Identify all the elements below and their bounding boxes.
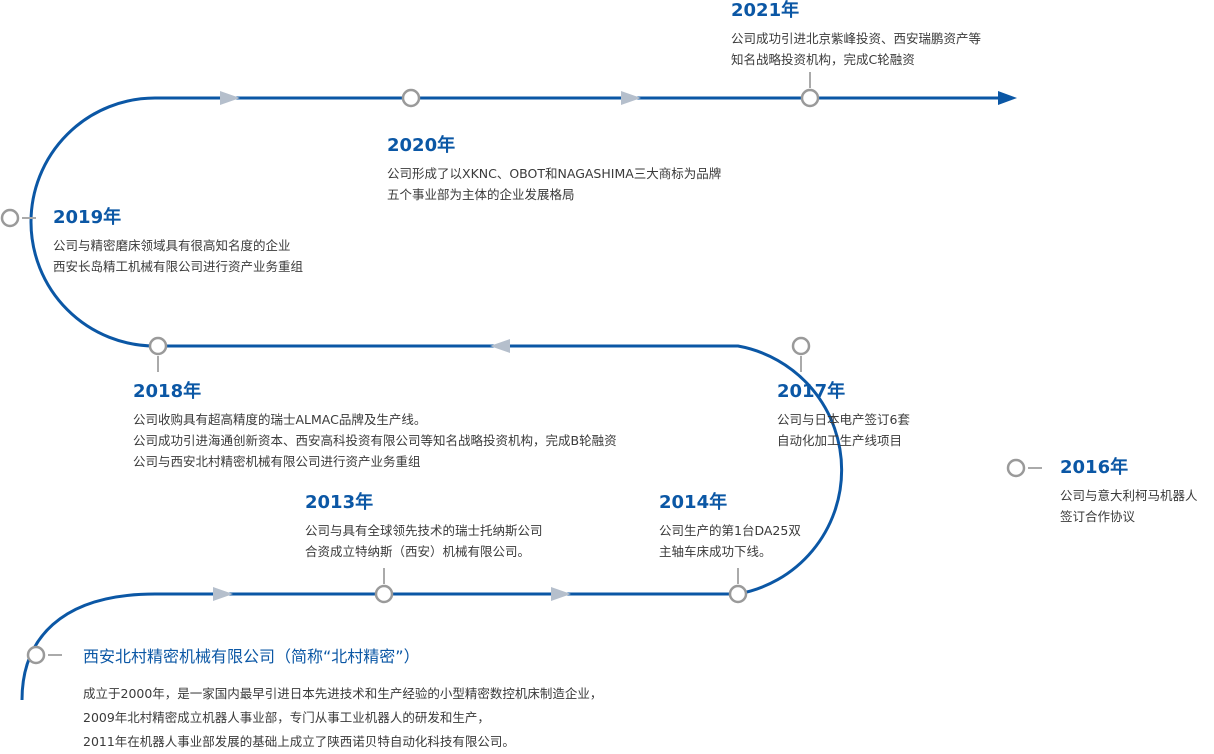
- milestone-text: 公司与意大利柯马机器人: [1060, 488, 1198, 503]
- milestone-year: 2014年: [659, 492, 728, 513]
- timeline-node-company: [26, 645, 46, 665]
- milestone-year: 2013年: [305, 492, 374, 513]
- timeline-node-2020: [401, 88, 421, 108]
- end-arrowhead: [998, 91, 1017, 105]
- direction-arrow: [490, 339, 510, 353]
- direction-arrow: [213, 587, 233, 601]
- timeline-path: [20, 96, 1000, 701]
- milestone-text: 公司生产的第1台DA25双: [659, 523, 801, 538]
- company-title: 西安北村精密机械有限公司（简称“北村精密”）: [83, 647, 420, 666]
- milestone-year: 2018年: [133, 381, 202, 402]
- timeline-node-2019: [0, 208, 20, 228]
- timeline-node-2021: [800, 88, 820, 108]
- milestone-2018: 2018年 公司收购具有超高精度的瑞士ALMAC品牌及生产线。 公司成功引进海通…: [133, 381, 617, 472]
- milestone-2019: 2019年 公司与精密磨床领域具有很高知名度的企业 西安长岛精工机械有限公司进行…: [53, 207, 303, 277]
- milestone-year: 2021年: [731, 0, 800, 21]
- company-intro: 西安北村精密机械有限公司（简称“北村精密”） 成立于2000年，是一家国内最早引…: [83, 646, 602, 754]
- milestone-text: 知名战略投资机构，完成C轮融资: [731, 52, 915, 67]
- company-text: 成立于2000年，是一家国内最早引进日本先进技术和生产经验的小型精密数控机床制造…: [83, 686, 603, 701]
- milestone-text: 五个事业部为主体的企业发展格局: [387, 187, 575, 202]
- milestone-text: 公司形成了以XKNC、OBOT和NAGASHIMA三大商标为品牌: [387, 166, 722, 181]
- timeline-node-2014: [728, 584, 748, 604]
- timeline-node-2016: [1006, 458, 1026, 478]
- timeline-node-2013: [374, 584, 394, 604]
- milestone-text: 西安长岛精工机械有限公司进行资产业务重组: [53, 259, 304, 274]
- milestone-2013: 2013年 公司与具有全球领先技术的瑞士托纳斯公司 合资成立特纳斯（西安）机械有…: [305, 492, 543, 562]
- milestone-year: 2020年: [387, 135, 456, 156]
- company-text: 2011年在机器人事业部发展的基础上成立了陕西诺贝特自动化科技有限公司。: [83, 734, 515, 749]
- milestone-text: 公司成功引进海通创新资本、西安高科投资有限公司等知名战略投资机构，完成B轮融资: [133, 433, 617, 448]
- milestone-text: 公司收购具有超高精度的瑞士ALMAC品牌及生产线。: [133, 412, 427, 427]
- milestone-text: 主轴车床成功下线。: [659, 544, 772, 559]
- milestone-text: 合资成立特纳斯（西安）机械有限公司。: [305, 544, 531, 559]
- milestone-text: 公司成功引进北京紫峰投资、西安瑞鹏资产等: [731, 31, 982, 46]
- milestone-year: 2017年: [777, 381, 846, 402]
- timeline-node-2017: [791, 336, 811, 356]
- direction-arrow: [551, 587, 571, 601]
- milestone-text: 公司与精密磨床领域具有很高知名度的企业: [53, 238, 291, 253]
- direction-arrow: [621, 91, 641, 105]
- milestone-text: 公司与西安北村精密机械有限公司进行资产业务重组: [133, 454, 421, 469]
- direction-arrow: [220, 91, 240, 105]
- milestone-text: 公司与日本电产签订6套: [777, 412, 910, 427]
- milestone-2021: 2021年 公司成功引进北京紫峰投资、西安瑞鹏资产等 知名战略投资机构，完成C轮…: [731, 0, 981, 70]
- milestone-2014: 2014年 公司生产的第1台DA25双 主轴车床成功下线。: [659, 492, 801, 562]
- milestone-text: 自动化加工生产线项目: [777, 433, 903, 448]
- milestone-text: 签订合作协议: [1060, 509, 1136, 524]
- milestone-2016: 2016年 公司与意大利柯马机器人 签订合作协议: [1060, 457, 1198, 527]
- company-text: 2009年北村精密成立机器人事业部，专门从事工业机器人的研发和生产，: [83, 710, 490, 725]
- timeline-node-2018: [148, 336, 168, 356]
- milestone-2020: 2020年 公司形成了以XKNC、OBOT和NAGASHIMA三大商标为品牌 五…: [387, 135, 721, 205]
- milestone-year: 2019年: [53, 207, 122, 228]
- milestone-2017: 2017年 公司与日本电产签订6套 自动化加工生产线项目: [777, 381, 910, 451]
- milestone-year: 2016年: [1060, 457, 1129, 478]
- milestone-text: 公司与具有全球领先技术的瑞士托纳斯公司: [305, 523, 543, 538]
